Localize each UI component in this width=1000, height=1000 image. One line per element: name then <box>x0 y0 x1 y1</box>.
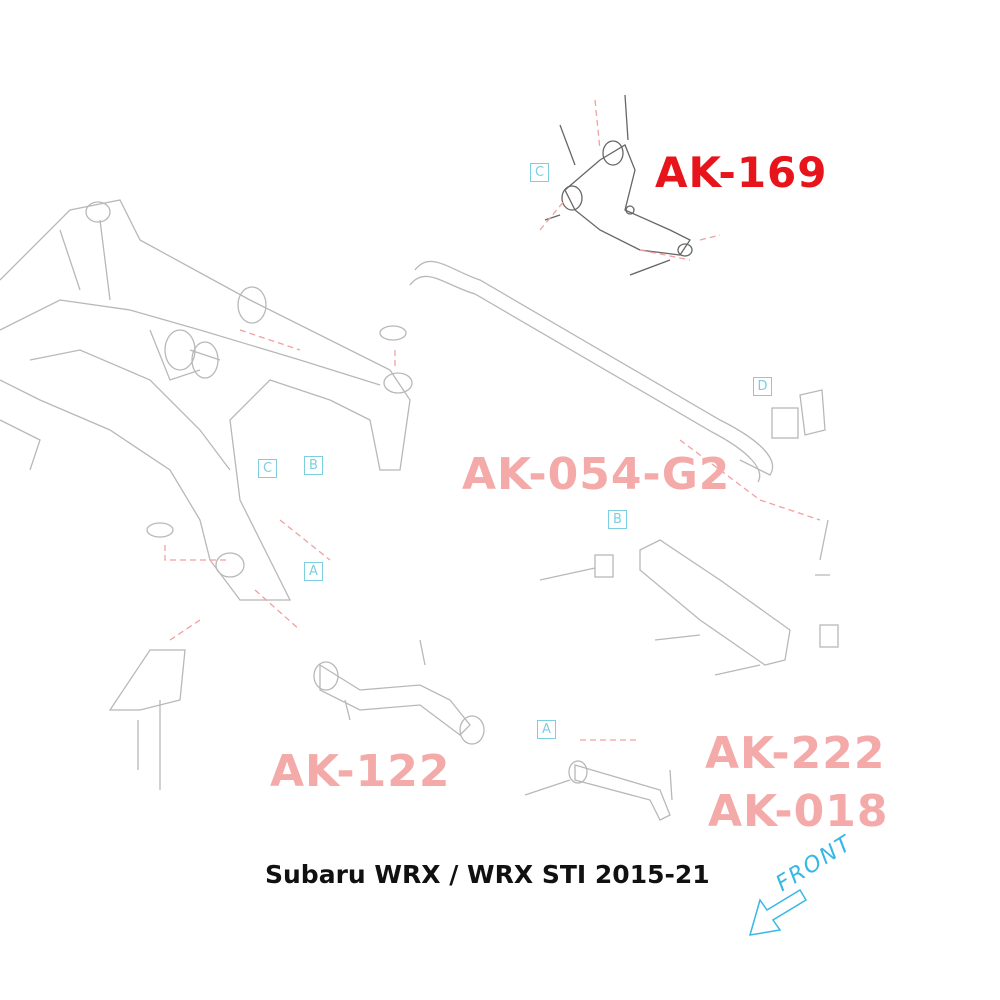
sway-bar <box>409 260 830 576</box>
part-label-ak-018: AK-018 <box>708 786 889 837</box>
lateral-link-drawing <box>524 760 673 821</box>
part-label-ak-169: AK-169 <box>655 148 828 197</box>
part-label-ak-054-g2: AK-054-G2 <box>462 449 731 500</box>
marker-c: C <box>258 459 277 478</box>
lower-control-arm-drawing <box>539 539 839 676</box>
marker-a: A <box>304 562 323 581</box>
marker-a: A <box>537 720 556 739</box>
marker-b: B <box>304 456 323 475</box>
part-label-ak-122: AK-122 <box>270 746 451 797</box>
marker-b: B <box>608 510 627 529</box>
trailing-arm-drawing <box>313 639 485 745</box>
part-label-ak-222: AK-222 <box>705 728 886 779</box>
leader-lines <box>164 99 821 741</box>
diagram-caption: Subaru WRX / WRX STI 2015-21 <box>265 860 710 889</box>
upper-arm-drawing <box>544 94 693 276</box>
marker-c: C <box>530 163 549 182</box>
marker-d: D <box>753 377 772 396</box>
rear-subframe <box>0 199 413 790</box>
